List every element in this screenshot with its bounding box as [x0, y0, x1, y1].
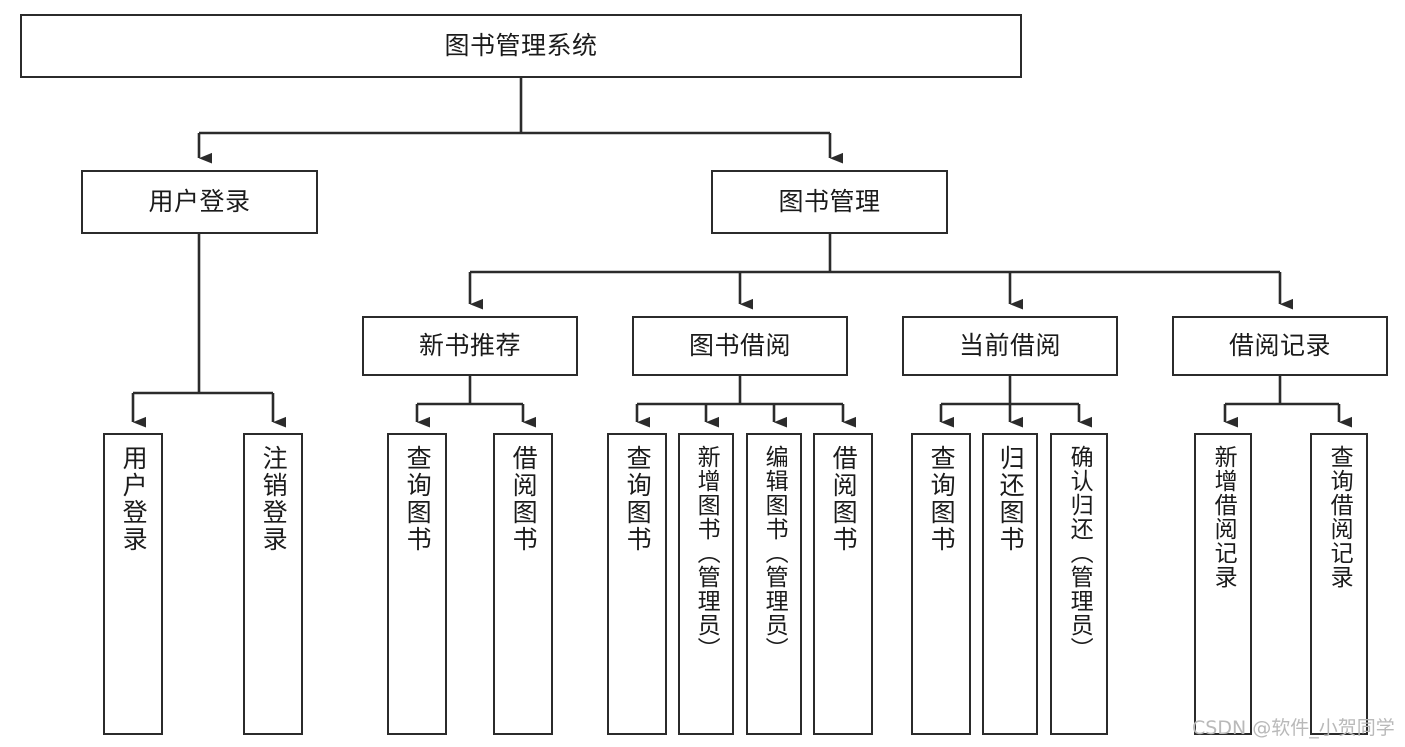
node-label: 借阅图书 [509, 445, 539, 553]
node-current-borrowing[interactable]: 当前借阅 [902, 316, 1118, 376]
node-label: 查询图书 [403, 445, 433, 553]
node-label: 图书管理 [778, 187, 881, 217]
node-label: 确认归还（管理员） [1066, 445, 1093, 661]
node-label: 归还图书 [996, 445, 1026, 553]
node-label: 新增借阅记录 [1210, 445, 1237, 589]
node-label: 查询图书 [927, 445, 957, 553]
node-root-book-management-system[interactable]: 图书管理系统 [20, 14, 1022, 78]
node-label: 注销登录 [259, 445, 289, 553]
node-label: 当前借阅 [958, 331, 1061, 361]
node-label: 图书借阅 [688, 331, 791, 361]
node-label: 用户登录 [148, 187, 251, 217]
leaf-query-borrow-record[interactable]: 查询借阅记录 [1310, 433, 1368, 735]
node-book-management[interactable]: 图书管理 [711, 170, 948, 234]
node-borrow-records[interactable]: 借阅记录 [1172, 316, 1388, 376]
leaf-confirm-return-admin[interactable]: 确认归还（管理员） [1050, 433, 1108, 735]
csdn-watermark: CSDN @软件_小贺同学 [1192, 717, 1395, 739]
node-user-login[interactable]: 用户登录 [81, 170, 318, 234]
node-label: 查询图书 [623, 445, 653, 553]
node-new-book-recommendation[interactable]: 新书推荐 [362, 316, 578, 376]
node-label: 借阅图书 [829, 445, 859, 553]
node-label: 新书推荐 [418, 331, 521, 361]
node-label: 编辑图书（管理员） [761, 445, 788, 661]
node-label: 图书管理系统 [444, 31, 598, 61]
leaf-return-books[interactable]: 归还图书 [982, 433, 1038, 735]
leaf-query-books-borrow[interactable]: 查询图书 [607, 433, 667, 735]
leaf-add-borrow-record[interactable]: 新增借阅记录 [1194, 433, 1252, 735]
leaf-borrow-books[interactable]: 借阅图书 [813, 433, 873, 735]
leaf-add-book-admin[interactable]: 新增图书（管理员） [678, 433, 734, 735]
node-label: 查询借阅记录 [1326, 445, 1353, 589]
node-label: 用户登录 [119, 445, 149, 553]
node-book-borrowing[interactable]: 图书借阅 [632, 316, 848, 376]
leaf-user-login[interactable]: 用户登录 [103, 433, 163, 735]
node-label: 借阅记录 [1228, 331, 1331, 361]
leaf-user-logout[interactable]: 注销登录 [243, 433, 303, 735]
leaf-edit-book-admin[interactable]: 编辑图书（管理员） [746, 433, 802, 735]
node-label: 新增图书（管理员） [693, 445, 720, 661]
leaf-borrow-books-new-book[interactable]: 借阅图书 [493, 433, 553, 735]
leaf-query-books-current[interactable]: 查询图书 [911, 433, 971, 735]
leaf-query-books-new-book[interactable]: 查询图书 [387, 433, 447, 735]
